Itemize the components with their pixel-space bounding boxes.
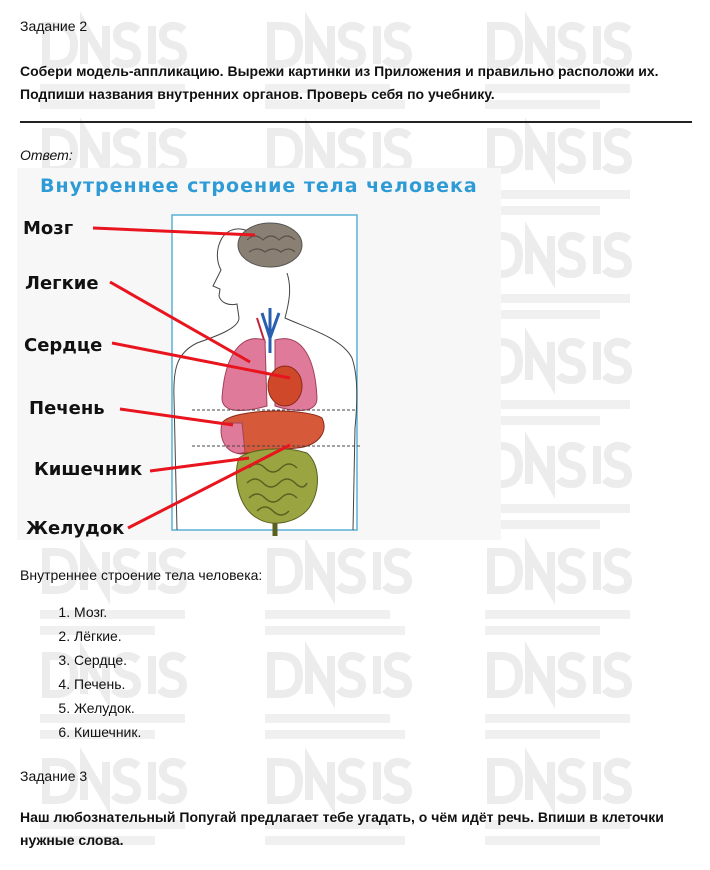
task3-heading: Задание 3 (20, 768, 88, 784)
label-stomach: Желудок (26, 518, 124, 539)
watermark-logo (485, 747, 633, 845)
task2-instruction-line2: Подпиши названия внутренних органов. Про… (20, 86, 495, 102)
watermark-logo (485, 117, 633, 215)
label-liver: Печень (29, 398, 105, 419)
list-item: Лёгкие. (74, 624, 141, 648)
list-item: Печень. (74, 672, 141, 696)
task3-instruction-line1: Наш любознательный Попугай предлагает те… (20, 809, 664, 825)
answer-label: Ответ: (20, 147, 73, 163)
list-item: Мозг. (74, 600, 141, 624)
watermark-caption-bar (485, 310, 600, 319)
watermark-caption-bar (485, 416, 600, 425)
label-intestine: Кишечник (34, 459, 142, 480)
task2-heading: Задание 2 (20, 18, 88, 34)
watermark-logo (485, 327, 633, 425)
answer-intro: Внутреннее строение тела человека: (20, 567, 263, 583)
task3-instruction-line2: нужные слова. (20, 832, 124, 848)
watermark-logo (485, 431, 633, 529)
watermark-logo (485, 221, 633, 319)
watermark-caption-bar (485, 836, 600, 845)
label-brain: Мозг (23, 218, 73, 239)
label-heart: Сердце (24, 335, 102, 356)
watermark-caption-bar (485, 610, 630, 619)
task2-instruction-line1: Собери модель-аппликацию. Вырежи картинк… (20, 63, 659, 79)
watermark-logo (265, 537, 413, 635)
label-lungs: Легкие (25, 273, 99, 294)
watermark-caption-bar (265, 610, 390, 619)
watermark-caption-bar (485, 504, 630, 513)
watermark-caption-bar (485, 730, 600, 739)
watermark-caption-bar (485, 100, 600, 109)
anatomy-figure: Внутреннее строение тела человека Мозг Л… (17, 168, 501, 540)
heart (267, 365, 303, 407)
list-item: Сердце. (74, 648, 141, 672)
left-lung (221, 338, 268, 411)
answer-list: Мозг. Лёгкие. Сердце. Печень. Желудок. К… (24, 600, 141, 744)
watermark-logo (485, 641, 633, 739)
watermark-caption-bar (485, 520, 600, 529)
watermark-caption-bar (485, 626, 600, 635)
watermark-caption-bar (485, 714, 630, 723)
list-item: Желудок. (74, 696, 141, 720)
watermark-logo (265, 747, 413, 845)
watermark-caption-bar (485, 206, 600, 215)
watermark-logo (265, 641, 413, 739)
watermark-logo (485, 537, 633, 635)
watermark-caption-bar (485, 294, 630, 303)
divider (20, 121, 692, 123)
watermark-caption-bar (265, 714, 390, 723)
watermark-caption-bar (485, 400, 630, 409)
watermark-caption-bar (265, 836, 405, 845)
watermark-caption-bar (265, 730, 405, 739)
watermark-caption-bar (485, 84, 630, 93)
figure-title: Внутреннее строение тела человека (40, 175, 478, 197)
watermark-caption-bar (265, 626, 405, 635)
brain (237, 222, 303, 268)
list-item: Кишечник. (74, 720, 141, 744)
watermark-caption-bar (485, 190, 630, 199)
